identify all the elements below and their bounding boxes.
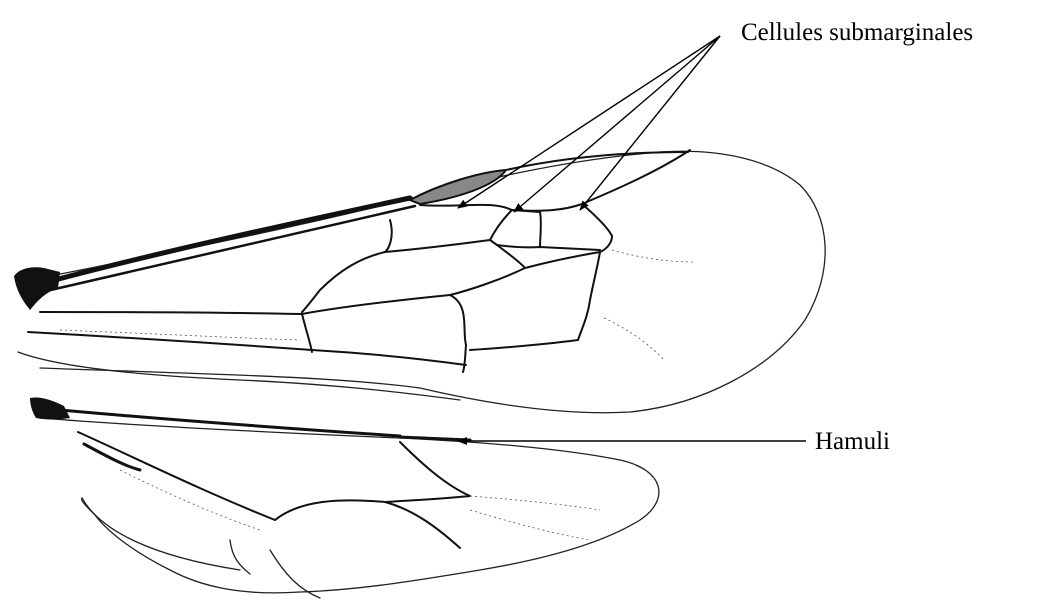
subcostal-vein [42,206,415,292]
forewing-inner-edge [18,352,460,400]
cross-vein [302,314,312,352]
faint-veins-hindwing [120,470,600,540]
hindwing [30,397,659,598]
hamuli [400,437,470,440]
forewing [14,150,825,413]
submarginal-cells-label: Cellules submarginales [741,20,973,45]
pointer-line-2 [514,36,720,212]
costal-vein [40,198,410,284]
submarginal-veins [385,204,612,252]
hindwing-radial [78,432,275,520]
cubital-vein [28,332,466,365]
pterostigma [410,170,506,204]
pointer-line-3 [580,36,720,210]
submarginal-pointers [458,36,720,212]
medial-vein [40,295,450,314]
hindwing-medial [275,442,470,548]
hamuli-label: Hamuli [815,429,890,454]
hindwing-base [30,397,70,419]
pointer-line-1 [458,36,720,208]
